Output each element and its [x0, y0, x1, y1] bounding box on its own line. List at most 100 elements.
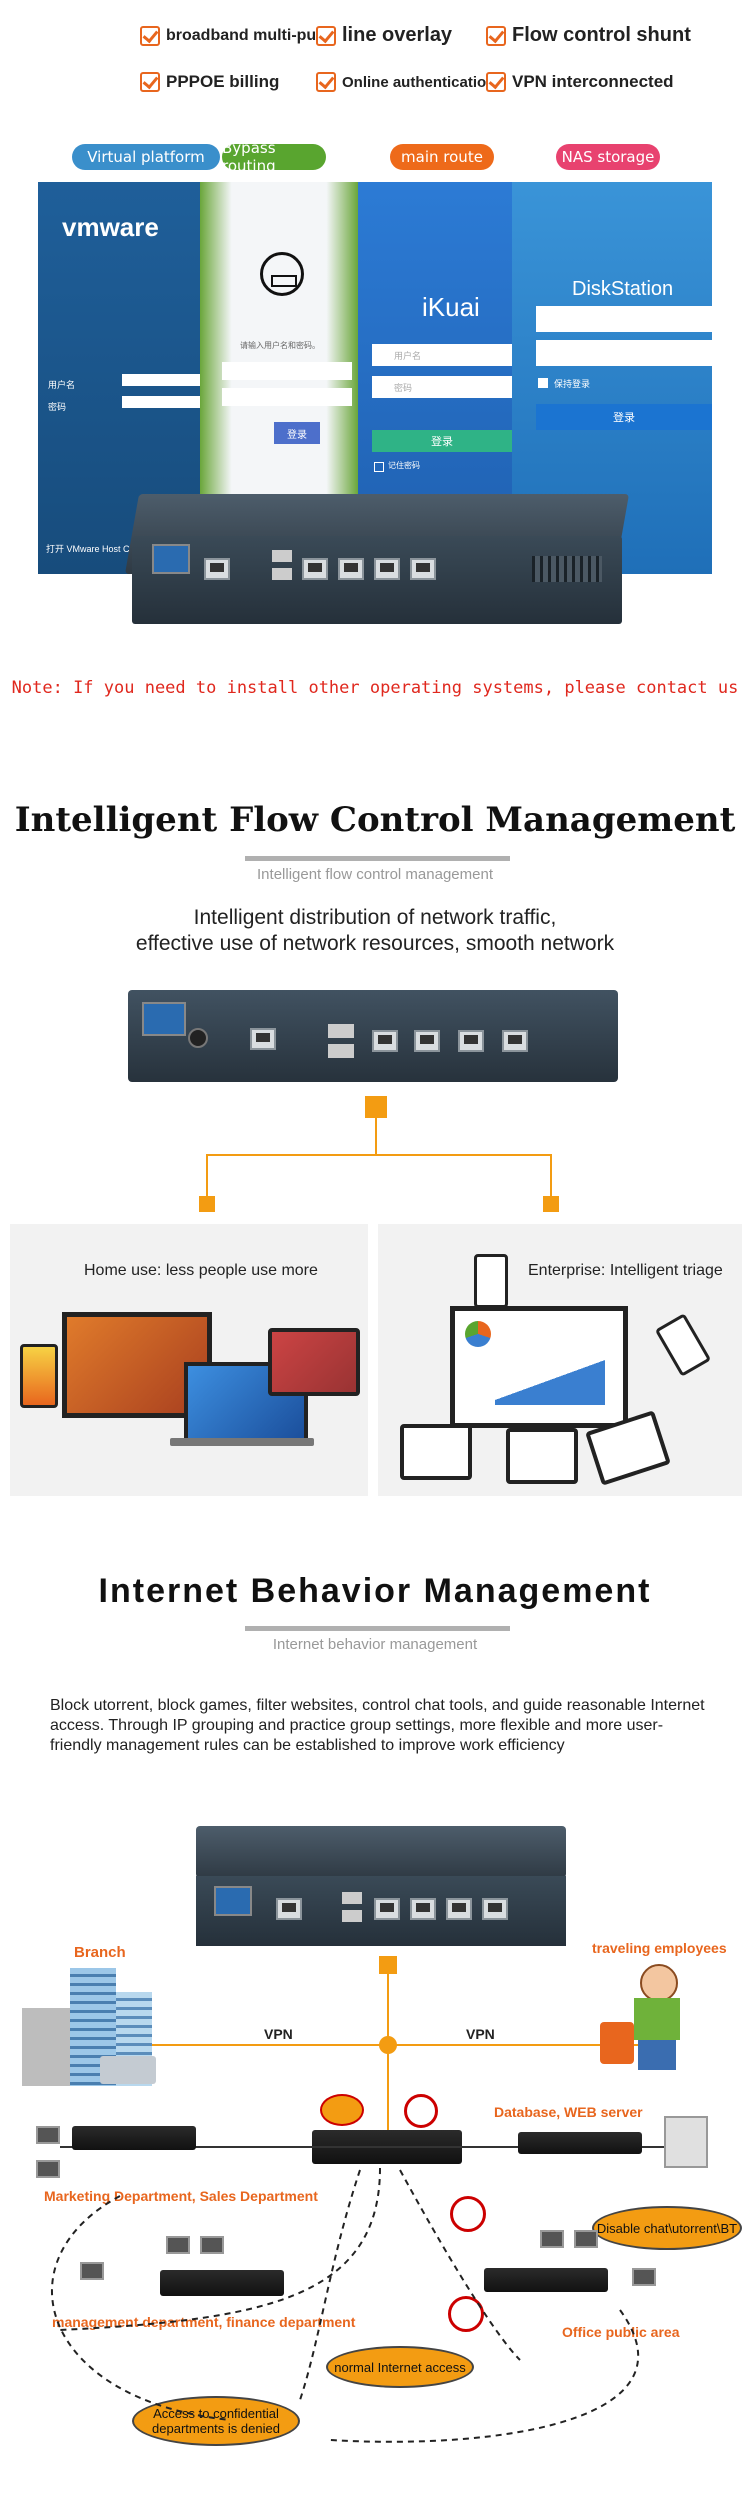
feature-flow-control: Flow control shunt: [486, 24, 691, 47]
nas-pass-input[interactable]: [536, 340, 712, 366]
ethernet-port: [204, 558, 230, 580]
bypass-pass-input[interactable]: [222, 388, 352, 406]
vga-port: [152, 544, 190, 574]
ethernet-port: [482, 1898, 508, 1920]
office-label: Office public area: [562, 2324, 680, 2340]
feature-pppoe: PPPOE billing: [140, 72, 279, 92]
home-use-label: Home use: less people use more: [84, 1262, 318, 1279]
connector-node: [543, 1196, 559, 1212]
feature-broadband: broadband multi-pull: [140, 26, 325, 46]
usb-port: [342, 1910, 362, 1922]
mode-main-route: main route: [390, 144, 494, 170]
flow-desc-line1: Intelligent distribution of network traf…: [193, 906, 557, 929]
connector-line: [206, 1154, 208, 1196]
ethernet-port: [338, 558, 364, 580]
check-icon: [486, 25, 506, 46]
feature-online-auth: Online authentication: [316, 72, 495, 92]
vga-port: [214, 1886, 252, 1916]
router-front-3: [196, 1876, 566, 1946]
usb-port: [328, 1024, 354, 1038]
ethernet-port: [302, 558, 328, 580]
marketing-label: Marketing Department, Sales Department: [44, 2188, 318, 2204]
branch-label: Branch: [74, 1944, 126, 1961]
tablet-icon: [268, 1328, 360, 1396]
server-switch: [518, 2132, 642, 2154]
vga-port: [142, 1002, 186, 1036]
ethernet-port: [374, 558, 400, 580]
ethernet-port: [502, 1030, 528, 1052]
vpn-label-left: VPN: [264, 2026, 293, 2042]
connector-line: [60, 2146, 680, 2148]
router-front-1: [132, 536, 622, 624]
ikuai-user-input[interactable]: [372, 344, 512, 366]
behavior-title: Internet Behavior Management: [98, 1572, 652, 1610]
os-note: Note: If you need to install other opera…: [11, 678, 739, 698]
check-icon: [140, 72, 160, 92]
vpn-node: [379, 2036, 397, 2054]
flow-title: Intelligent Flow Control Management: [14, 800, 736, 840]
computer-icon: [540, 2230, 564, 2248]
home-use-photo: Home use: less people use more: [10, 1224, 368, 1496]
phone-icon: [474, 1254, 508, 1308]
tablet-icon: [506, 1428, 578, 1484]
ethernet-port: [410, 558, 436, 580]
vmware-logo: vmware: [62, 212, 159, 242]
check-icon: [316, 25, 336, 46]
ethernet-port: [446, 1898, 472, 1920]
connector-line: [206, 1154, 552, 1156]
dashboard-monitor: [450, 1306, 628, 1428]
behavior-subtitle: Internet behavior management: [272, 1636, 478, 1653]
power-button: [188, 1028, 208, 1048]
computer-icon: [200, 2236, 224, 2254]
ethernet-port: [414, 1030, 440, 1052]
behavior-desc: Block utorrent, block games, filter webs…: [50, 1697, 705, 1754]
mode-virtual-platform: Virtual platform: [72, 144, 220, 170]
branch-router-icon: [100, 2056, 156, 2084]
ethernet-port: [250, 1028, 276, 1050]
vpn-line: [100, 2044, 656, 2046]
ikuai-login-button[interactable]: 登录: [372, 430, 512, 452]
management-switch: [160, 2270, 284, 2296]
ethernet-port: [276, 1898, 302, 1920]
feature-line-overlay: line overlay: [316, 24, 452, 47]
block-icon: [450, 2196, 486, 2232]
traveler-icon: [600, 1964, 710, 2074]
vmware-pass-input[interactable]: [122, 396, 200, 408]
nas-remember-checkbox[interactable]: [538, 378, 548, 388]
bypass-user-input[interactable]: [222, 362, 352, 380]
ikuai-logo: iKuai: [422, 292, 480, 322]
nas-user-input[interactable]: [536, 306, 712, 332]
behavior-title-underline: [245, 1626, 510, 1631]
usb-port: [272, 568, 292, 580]
no-bt-icon: [404, 2094, 438, 2128]
mode-nas-storage: NAS storage: [556, 144, 660, 170]
computer-icon: [166, 2236, 190, 2254]
marketing-switch: [72, 2126, 196, 2150]
usb-port: [342, 1892, 362, 1904]
connector-node: [379, 1956, 397, 1974]
flow-title-underline: [245, 856, 510, 861]
office-switch: [484, 2268, 608, 2292]
confidential-bubble: Access to confidential departments is de…: [132, 2396, 300, 2446]
check-icon: [316, 72, 336, 92]
ikuai-remember-checkbox[interactable]: [374, 462, 384, 472]
computer-icon: [80, 2262, 104, 2280]
vmware-user-input[interactable]: [122, 374, 200, 386]
feature-vpn: VPN interconnected: [486, 72, 674, 92]
connector-node: [365, 1096, 387, 1118]
check-icon: [140, 26, 160, 46]
check-icon: [486, 72, 506, 92]
tablet-icon: [400, 1424, 472, 1480]
enterprise-photo: Enterprise: Intelligent triage: [378, 1224, 742, 1496]
dashed-paths: [51, 2167, 639, 2443]
ethernet-port: [372, 1030, 398, 1052]
vmware-screen: vmware 用户名 密码 打开 VMware Host Client: [38, 182, 200, 574]
nas-login-button[interactable]: 登录: [536, 404, 712, 430]
vpn-label-right: VPN: [466, 2026, 495, 2042]
ikuai-pass-input[interactable]: [372, 376, 512, 398]
computer-icon: [36, 2126, 60, 2144]
server-icon: [664, 2116, 708, 2168]
router-device-2: [128, 990, 618, 1082]
router-device-3: [196, 1826, 566, 1878]
bypass-login-button[interactable]: 登录: [274, 422, 320, 444]
